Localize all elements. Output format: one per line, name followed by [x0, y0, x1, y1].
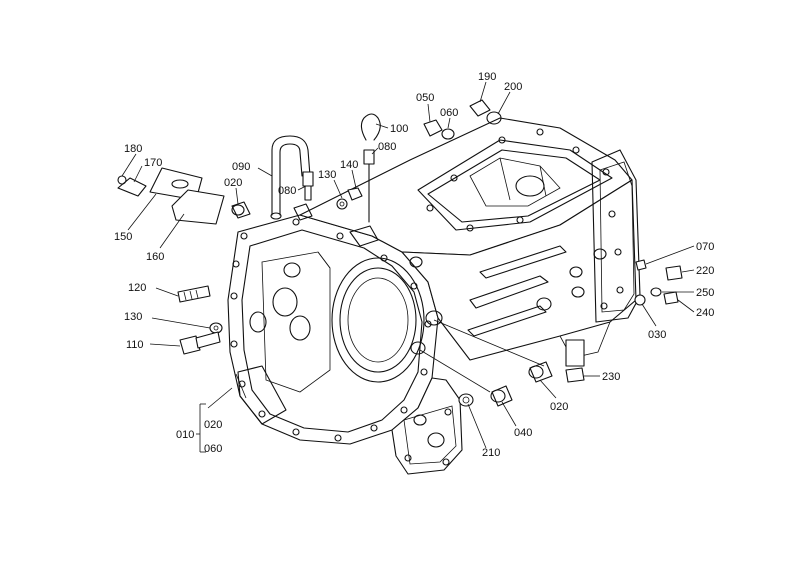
callout-160: 160 — [146, 251, 164, 263]
callout-210: 210 — [482, 447, 500, 459]
callout-110: 110 — [126, 339, 144, 351]
callout-130-lower: 130 — [124, 311, 142, 323]
plug-230 — [565, 367, 585, 383]
callout-060: 060 — [440, 107, 458, 119]
callout-labels: 180 170 150 160 020 090 080 130 140 080 … — [114, 71, 714, 459]
callout-180: 180 — [124, 143, 142, 155]
callout-220: 220 — [696, 265, 714, 277]
callout-080-left: 080 — [278, 185, 296, 197]
callout-050: 050 — [416, 92, 434, 104]
washer-130-lower — [209, 322, 223, 334]
callout-120: 120 — [128, 282, 146, 294]
breather-pipe — [270, 135, 311, 220]
fitting-080-left — [302, 171, 314, 187]
callout-240: 240 — [696, 307, 714, 319]
callout-080-right: 080 — [378, 141, 396, 153]
leader-lines — [121, 81, 695, 449]
pin-070 — [635, 259, 647, 271]
callout-040: 040 — [514, 427, 532, 439]
bolt-110 — [179, 331, 221, 355]
callout-090: 090 — [232, 161, 250, 173]
callout-250: 250 — [696, 287, 714, 299]
fitting-080-left-stem — [304, 185, 312, 201]
dowel-pin-upper — [231, 201, 251, 219]
plug-190 — [469, 99, 491, 117]
stud-bolt-120 — [177, 285, 211, 303]
pin-030 — [634, 294, 646, 306]
callout-150: 150 — [114, 231, 132, 243]
washer-060 — [441, 128, 455, 140]
flange-bolt-holes — [230, 218, 432, 442]
assembly-to-label: 060 — [204, 443, 222, 455]
callout-070: 070 — [696, 241, 714, 253]
plug-210 — [458, 393, 474, 407]
side-cover-assembly — [117, 167, 225, 225]
plug-050 — [423, 119, 443, 137]
callout-190: 190 — [478, 71, 496, 83]
callout-020-lower: 020 — [550, 401, 568, 413]
assembly-from-label: 020 — [204, 419, 222, 431]
plug-240 — [663, 291, 679, 305]
callout-030: 030 — [648, 329, 666, 341]
washer-250 — [650, 287, 662, 297]
callout-170: 170 — [144, 157, 162, 169]
callout-140: 140 — [340, 159, 358, 171]
callout-130-upper: 130 — [318, 169, 336, 181]
callout-200: 200 — [504, 81, 522, 93]
plug-040 — [491, 385, 513, 407]
assembly-bracket — [196, 403, 206, 453]
washer-130-upper — [336, 198, 348, 210]
washer-200 — [486, 111, 502, 125]
plug-220 — [665, 265, 683, 281]
callout-020-upper: 020 — [224, 177, 242, 189]
transmission-case — [227, 117, 641, 475]
callout-230: 230 — [602, 371, 620, 383]
dipstick-100 — [360, 113, 381, 223]
nut-140 — [347, 187, 363, 201]
callout-100: 100 — [390, 123, 408, 135]
assembly-main-label: 010 — [176, 429, 194, 441]
